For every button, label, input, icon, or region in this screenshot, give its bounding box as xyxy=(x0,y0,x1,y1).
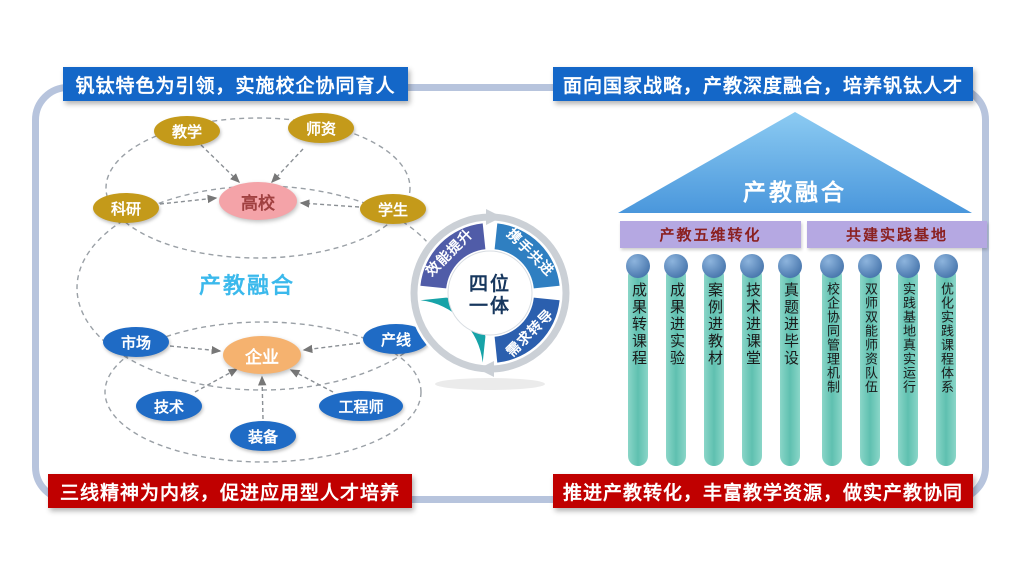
pillar-label: 校企协同管理机制 xyxy=(825,282,840,394)
node-faculty: 师资 xyxy=(288,113,354,143)
node-students: 学生 xyxy=(360,194,426,224)
pillar-column: 优化实践课程体系 xyxy=(936,266,956,466)
header-bar-transformation: 产教五维转化 xyxy=(620,221,801,248)
arrow-equipment-enterprise xyxy=(258,375,267,420)
pillar-1: 成果转课程 xyxy=(625,254,651,468)
arrow-engineers-enterprise xyxy=(289,369,334,393)
pillar-ball-icon xyxy=(778,254,802,278)
pillar-column: 双师双能师资队伍 xyxy=(860,266,880,466)
pillar-column: 成果进实验 xyxy=(666,266,686,466)
arrow-research-university xyxy=(159,194,218,205)
banner-bottom-left: 三线精神为内核，促进应用型人才培养 xyxy=(48,474,412,508)
pillar-ball-icon xyxy=(820,254,844,278)
pillar-ball-icon xyxy=(740,254,764,278)
pillar-6: 校企协同管理机制 xyxy=(819,254,845,468)
pillar-4: 技术进课堂 xyxy=(739,254,765,468)
arrow-faculty-university xyxy=(271,148,304,184)
ring-center-circle xyxy=(447,250,533,336)
pillar-label: 成果进实验 xyxy=(668,282,685,367)
pillar-column: 真题进毕设 xyxy=(780,266,800,466)
node-market: 市场 xyxy=(103,327,169,357)
pillar-ball-icon xyxy=(934,254,958,278)
arrow-students-university xyxy=(299,199,360,208)
node-engineers: 工程师 xyxy=(319,391,403,421)
pillar-7: 双师双能师资队伍 xyxy=(857,254,883,468)
pillar-label: 案例进教材 xyxy=(706,282,723,367)
pillar-3: 案例进教材 xyxy=(701,254,727,468)
ring-segment-cooperation xyxy=(494,223,560,289)
arrow-production-enterprise xyxy=(302,342,361,354)
border-frame xyxy=(32,84,989,503)
node-enterprise-hub: 企业 xyxy=(223,336,301,374)
arrow-teaching-university xyxy=(200,144,241,183)
arrow-technology-enterprise xyxy=(194,368,239,393)
ring-segment-efficiency xyxy=(420,223,486,289)
node-equipment: 装备 xyxy=(230,421,296,451)
pillar-2: 成果进实验 xyxy=(663,254,689,468)
ring-segment-demand xyxy=(494,297,560,363)
pillar-label: 技术进课堂 xyxy=(744,282,761,367)
pillar-column: 实践基地真实运行 xyxy=(898,266,918,466)
pillar-ball-icon xyxy=(626,254,650,278)
four-in-one-ring: 效能提升 携手共进 资源重构 需求转导 四位 一体 xyxy=(408,209,572,390)
pillar-8: 实践基地真实运行 xyxy=(895,254,921,468)
pillar-9: 优化实践课程体系 xyxy=(933,254,959,468)
banner-top-right: 面向国家战略，产教深度融合，培养钒钛人才 xyxy=(553,67,973,101)
ring-center-label-bottom: 一体 xyxy=(469,294,511,317)
ring-shadow xyxy=(435,378,545,390)
banner-bottom-right: 推进产教转化，丰富教学资源，做实产教协同 xyxy=(553,474,973,508)
pillar-ball-icon xyxy=(702,254,726,278)
pillar-column: 技术进课堂 xyxy=(742,266,762,466)
cluster-ellipse-university xyxy=(105,117,411,259)
pillar-label: 实践基地真实运行 xyxy=(901,282,916,394)
cycle-arrowhead-top-icon xyxy=(486,209,502,225)
node-technology: 技术 xyxy=(136,391,202,421)
node-research: 科研 xyxy=(93,193,159,223)
ring-center-label-top: 四位 xyxy=(469,272,511,295)
pillar-label: 双师双能师资队伍 xyxy=(863,282,878,394)
pillar-column: 案例进教材 xyxy=(704,266,724,466)
arrow-market-enterprise xyxy=(169,345,222,355)
pillar-ball-icon xyxy=(664,254,688,278)
pillar-column: 成果转课程 xyxy=(628,266,648,466)
node-teaching: 教学 xyxy=(154,116,220,146)
roof-label: 产教融合 xyxy=(743,179,847,205)
pillar-label: 成果转课程 xyxy=(630,282,647,367)
pillar-ball-icon xyxy=(858,254,882,278)
left-center-label: 产教融合 xyxy=(198,273,295,298)
pillar-column: 校企协同管理机制 xyxy=(822,266,842,466)
banner-top-left: 钒钛特色为引领，实施校企协同育人 xyxy=(63,67,408,101)
pillar-5: 真题进毕设 xyxy=(777,254,803,468)
pillar-label: 真题进毕设 xyxy=(782,282,799,367)
node-production-line: 产线 xyxy=(363,324,429,354)
node-university-hub: 高校 xyxy=(219,182,297,220)
pillar-label: 优化实践课程体系 xyxy=(939,282,954,394)
cluster-ellipse-enterprise xyxy=(104,321,422,463)
header-bar-practice-base: 共建实践基地 xyxy=(807,221,987,248)
cycle-arrowhead-bottom-icon xyxy=(478,361,494,377)
pillar-ball-icon xyxy=(896,254,920,278)
